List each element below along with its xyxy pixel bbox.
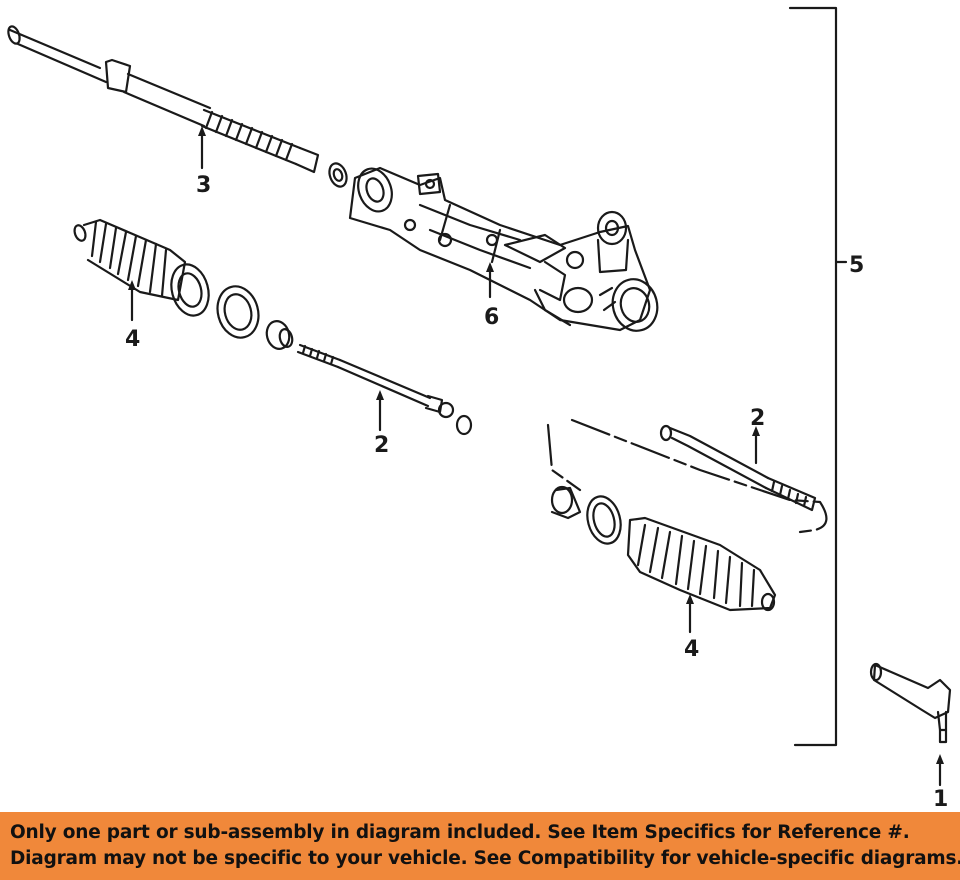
steering-rack-diagram: 1 2 2 3 4 4 5 6: [7, 6, 952, 812]
bellows-boot-right: [550, 485, 777, 612]
callout-part-5: 5: [849, 253, 864, 278]
bellows-boot-left: [73, 218, 294, 350]
dashed-leader: [546, 418, 828, 534]
rack-housing: [348, 166, 659, 332]
callout-part-6: 6: [484, 305, 499, 330]
leader-lines: [130, 130, 942, 787]
disclaimer-line-1: Only one part or sub-assembly in diagram…: [10, 822, 910, 843]
callout-part-2-right: 2: [750, 406, 765, 431]
rack-shaft: [7, 25, 348, 188]
callout-part-3: 3: [196, 173, 211, 198]
callout-part-2-left: 2: [374, 433, 389, 458]
disclaimer-line-2: Diagram may not be specific to your vehi…: [10, 848, 960, 869]
arrowheads: [128, 126, 944, 764]
callout-part-1: 1: [933, 787, 948, 812]
inner-tie-rod-left: [296, 343, 473, 436]
callout-part-4-left: 4: [125, 327, 140, 352]
callout-part-4-right: 4: [684, 637, 699, 662]
assembly-bracket: [788, 6, 848, 747]
disclaimer-banner: Only one part or sub-assembly in diagram…: [0, 812, 960, 880]
outer-tie-rod-end: [869, 662, 952, 744]
inner-tie-rod-right: [659, 424, 817, 512]
